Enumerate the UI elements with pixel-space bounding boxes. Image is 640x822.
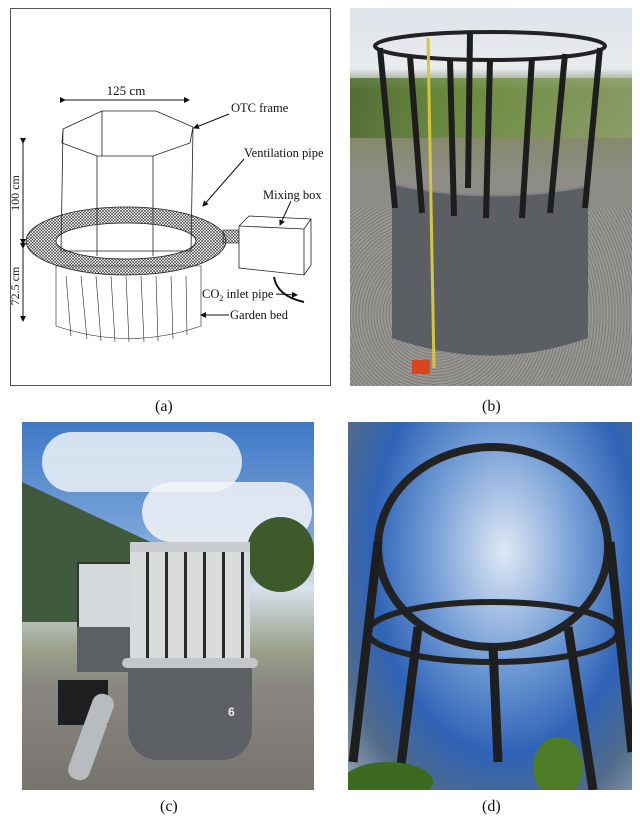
otc-frame-photo — [373, 30, 607, 374]
caption-b: (b) — [482, 398, 501, 415]
caption-a: (a) — [155, 398, 173, 415]
bed-height-label: 72.5 cm — [11, 266, 22, 305]
ventilation-pipe-label: Ventilation pipe — [244, 146, 324, 160]
co2-inlet-label: CO2 inlet pipe — [202, 287, 274, 303]
mixing-box — [238, 215, 312, 276]
mixing-box-label: Mixing box — [263, 188, 322, 202]
frame-from-inside — [348, 443, 632, 790]
otc-schematic: 125 cm 100 cm 72.5 cm OTC frame Ventilat… — [11, 83, 324, 343]
otc-frame — [60, 110, 194, 256]
panel-b-photo-frame — [350, 8, 632, 386]
width-label: 125 cm — [107, 83, 146, 98]
caption-c: (c) — [160, 798, 178, 815]
height-label: 100 cm — [11, 175, 22, 211]
ventilation-pipe — [25, 206, 242, 276]
panel-d-photo-sky — [348, 422, 632, 790]
tree — [247, 517, 314, 592]
duct-ring — [122, 658, 258, 668]
co2-inlet-pipe — [273, 276, 305, 303]
chamber-number: 6 — [228, 705, 235, 719]
garden-bed — [55, 265, 202, 343]
plant-leaves — [348, 762, 433, 790]
panel-a-diagram: 125 cm 100 cm 72.5 cm OTC frame Ventilat… — [10, 8, 331, 386]
caption-d: (d) — [482, 798, 501, 815]
tape-measure-case — [412, 360, 430, 374]
chamber-bed — [128, 668, 252, 760]
garden-bed-label: Garden bed — [230, 308, 289, 322]
panel-c-photo-chambers: 6 — [22, 422, 314, 790]
chamber-front — [130, 542, 250, 672]
metal-bed-wall — [392, 184, 588, 356]
tape-measure — [426, 37, 436, 369]
otc-frame-label: OTC frame — [231, 101, 289, 115]
